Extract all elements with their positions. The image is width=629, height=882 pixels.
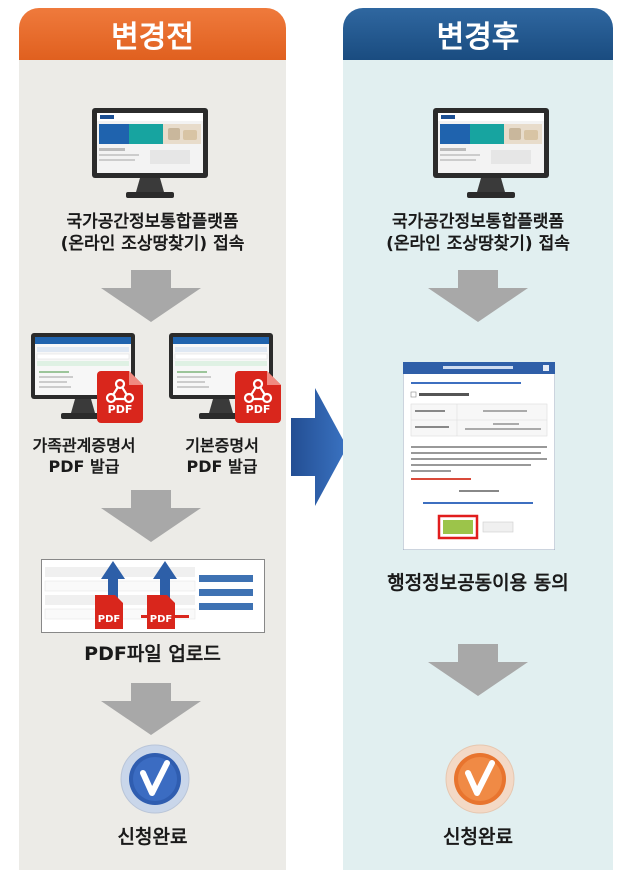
upload-pdf-badge-2: PDF [149,614,173,625]
right-arrow-icon [291,388,347,506]
family-cert-label: 가족관계증명서 PDF 발급 [19,436,149,478]
after-header: 변경후 [343,8,613,60]
after-step1-line1: 국가공간정보통합플랫폼 [391,212,565,232]
before-step1-line2: (온라인 조상땅찾기) 접속 [60,234,245,255]
down-arrow-icon [101,490,201,542]
down-arrow-icon [101,683,201,735]
before-step1-label: 국가공간정보통합플랫폼 (온라인 조상땅찾기) 접속 [19,211,286,255]
pdf-badge-text: PDF [107,403,133,416]
down-arrow-icon [101,270,201,322]
pdf-file-icon [97,371,143,423]
down-arrow-icon [428,270,528,322]
check-badge-icon [120,744,190,814]
before-step1-line1: 국가공간정보통합플랫폼 [66,212,239,232]
after-step1-line2: (온라인 조상땅찾기) 접속 [386,234,570,255]
family-cert-line2: PDF 발급 [48,456,120,476]
basic-cert-line2: PDF 발급 [186,456,258,476]
upload-label: PDF파일 업로드 [84,643,221,665]
after-step1-label: 국가공간정보통합플랫폼 (온라인 조상땅찾기) 접속 [343,211,613,255]
family-cert-line1: 가족관계증명서 [32,436,136,455]
upload-pdf-badge-1: PDF [97,614,121,625]
consent-label: 행정정보공동이용 동의 [387,572,569,594]
basic-cert-label: 기본증명서 PDF 발급 [157,436,287,478]
upload-screenshot-icon [41,559,265,633]
before-complete-label: 신청완료 [117,826,188,848]
after-complete-label: 신청완료 [443,826,513,848]
platform-monitor-icon [92,108,208,198]
platform-monitor-icon [433,108,549,198]
consent-dialog-screenshot [403,362,555,550]
after-column: 변경후 국가공간정보통합플랫폼 (온라인 조상땅찾기) 접속 [343,8,613,870]
basic-cert-line1: 기본증명서 [185,436,259,455]
down-arrow-icon [428,644,528,696]
before-header: 변경전 [19,8,286,60]
before-column: 변경전 국가공간정보통합플랫폼 (온라인 조상땅찾기) 접속 [19,8,286,870]
check-badge-icon [445,744,515,814]
pdf-file-icon [235,371,281,423]
pdf-badge-text: PDF [245,403,271,416]
